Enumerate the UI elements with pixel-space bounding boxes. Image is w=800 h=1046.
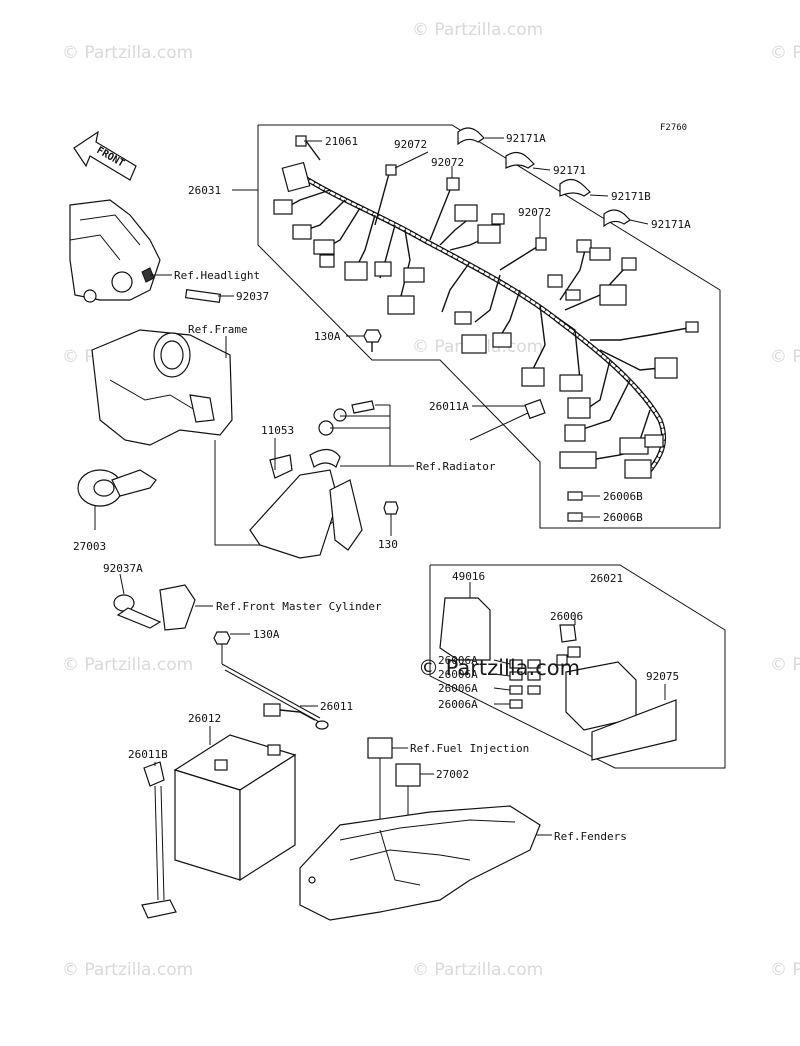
label-ref-frame: Ref.Frame bbox=[188, 323, 248, 336]
label-92037A: 92037A bbox=[103, 562, 143, 575]
leader-lines bbox=[119, 137, 666, 836]
label-ref-fenders: Ref.Fenders bbox=[554, 830, 627, 843]
label-ref-front-master-cylinder: Ref.Front Master Cylinder bbox=[216, 600, 382, 613]
label-49016: 49016 bbox=[452, 570, 485, 583]
label-92072: 92072 bbox=[394, 138, 427, 151]
label-ref-fuel-injection: Ref.Fuel Injection bbox=[410, 742, 529, 755]
watermark: © Partzilla.com bbox=[62, 655, 193, 675]
watermark: © Partzilla.com bbox=[770, 960, 800, 980]
harness-group-outline bbox=[257, 124, 721, 529]
watermark: © Partzilla.com bbox=[770, 655, 800, 675]
label-26006: 26006 bbox=[550, 610, 583, 623]
label-92171B: 92171B bbox=[611, 190, 651, 203]
label-26006B: 26006B bbox=[603, 490, 643, 503]
horn-27003-icon bbox=[77, 469, 157, 530]
watermark: © Partzilla.com bbox=[770, 347, 800, 367]
watermark: © Partzilla.com bbox=[62, 43, 193, 63]
part-labels: 21061 92072 92072 92072 92171A 92171 921… bbox=[73, 132, 691, 843]
clamps-92171 bbox=[457, 127, 631, 228]
label-92171: 92171 bbox=[553, 164, 586, 177]
watermark: © Partzilla.com bbox=[412, 960, 543, 980]
label-11053: 11053 bbox=[261, 424, 294, 437]
label-ref-headlight: Ref.Headlight bbox=[174, 269, 260, 282]
frame-assembly-icon bbox=[91, 329, 233, 446]
label-26006B: 26006B bbox=[603, 511, 643, 524]
relay-box-outline bbox=[429, 564, 726, 769]
label-92037: 92037 bbox=[236, 290, 269, 303]
main-harness-26031 bbox=[273, 135, 699, 479]
label-26011A: 26011A bbox=[429, 400, 469, 413]
label-26006A: 26006A bbox=[438, 668, 478, 681]
label-130A: 130A bbox=[253, 628, 280, 641]
label-26011: 26011 bbox=[320, 700, 353, 713]
bolt-130A-icon bbox=[363, 329, 382, 352]
fender-tray-icon bbox=[299, 805, 541, 921]
label-92072: 92072 bbox=[431, 156, 464, 169]
label-92171A: 92171A bbox=[506, 132, 546, 145]
label-130A: 130A bbox=[314, 330, 341, 343]
label-26031: 26031 bbox=[188, 184, 221, 197]
sensor-26011-icon bbox=[213, 631, 329, 730]
figure-code: F2760 bbox=[660, 123, 687, 133]
label-92171A: 92171A bbox=[651, 218, 691, 231]
headlight-assembly-icon bbox=[69, 199, 222, 304]
label-26006A: 26006A bbox=[438, 654, 478, 667]
label-130: 130 bbox=[378, 538, 398, 551]
relay-27002-icon bbox=[367, 737, 421, 830]
label-26012: 26012 bbox=[188, 712, 221, 725]
clamp-92037A-icon bbox=[113, 584, 196, 631]
label-26006A: 26006A bbox=[438, 698, 478, 711]
label-27003: 27003 bbox=[73, 540, 106, 553]
watermark-center: © Partzilla.com bbox=[418, 656, 580, 680]
watermark: © Partzilla.com bbox=[62, 960, 193, 980]
label-92072: 92072 bbox=[518, 206, 551, 219]
label-27002: 27002 bbox=[436, 768, 469, 781]
label-ref-radiator: Ref.Radiator bbox=[416, 460, 496, 473]
front-arrow-icon: FRONT bbox=[73, 130, 137, 181]
label-26021: 26021 bbox=[590, 572, 623, 585]
label-21061: 21061 bbox=[325, 135, 358, 148]
relay-box-26021-icon bbox=[439, 597, 677, 761]
watermark: © Partzilla.com bbox=[412, 20, 543, 40]
lead-26011B-icon bbox=[141, 761, 177, 919]
watermark: © Partzilla.com bbox=[770, 43, 800, 63]
label-26006A: 26006A bbox=[438, 682, 478, 695]
battery-26012-icon bbox=[173, 734, 297, 882]
fuses-26006B-icon bbox=[567, 491, 583, 522]
label-26011B: 26011B bbox=[128, 748, 168, 761]
sensor-26011A-icon bbox=[469, 398, 546, 441]
radiator-assembly-icon bbox=[214, 400, 399, 559]
label-92075: 92075 bbox=[646, 670, 679, 683]
